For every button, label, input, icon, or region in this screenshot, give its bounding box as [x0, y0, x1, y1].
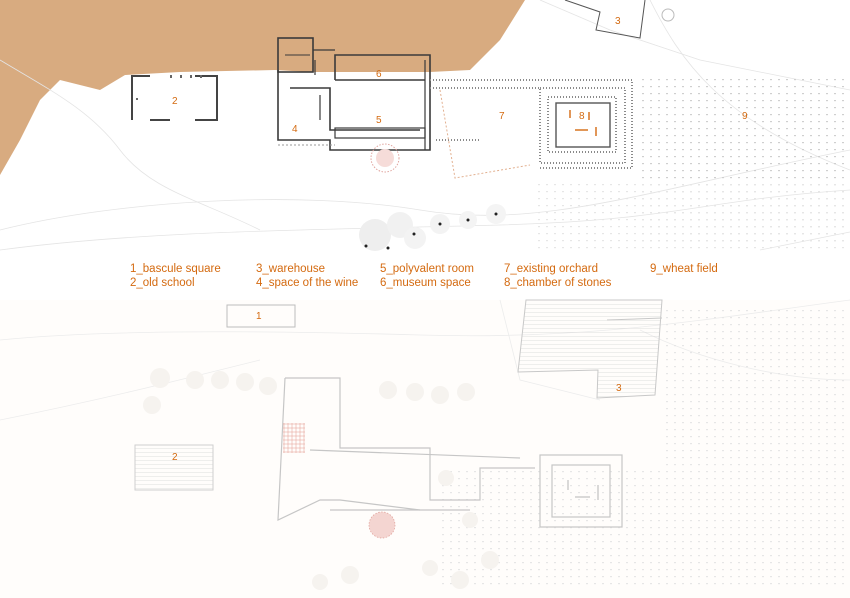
- trees-top: [359, 143, 506, 251]
- warehouse-top: [564, 0, 675, 39]
- legend-column-4: 7_existing orchard 8_chamber of stones: [504, 262, 629, 290]
- trees-bottom: [143, 368, 499, 590]
- legend-item-old-school: 2_old school: [130, 277, 195, 289]
- legend-column-3: 5_polyvalent room 6_museum space: [380, 262, 505, 290]
- old-school-plan: [131, 75, 218, 121]
- legend-item-wheat-field: 9_wheat field: [650, 263, 718, 275]
- legend-item-museum-space: 6_museum space: [380, 277, 471, 289]
- top-plan: 2 3 4 5 6 7 8 9: [0, 0, 850, 251]
- terrain-area: [0, 0, 525, 175]
- legend-item-bascule-square: 1_bascule square: [130, 263, 221, 275]
- legend-column-1: 1_bascule square 2_old school: [130, 262, 255, 290]
- bottom-plan-numbers: 1 2 3: [172, 311, 622, 463]
- legend-item-warehouse: 3_warehouse: [256, 263, 326, 275]
- legend-column-2: 3_warehouse 4_space of the wine: [256, 262, 381, 290]
- label-7-top: 7: [499, 111, 505, 122]
- label-5-top: 5: [376, 115, 382, 126]
- legend-column-5: 9_wheat field: [650, 262, 775, 276]
- label-1-bottom: 1: [256, 311, 262, 322]
- label-3-top: 3: [615, 16, 621, 27]
- label-6-top: 6: [376, 69, 382, 80]
- legend-item-polyvalent-room: 5_polyvalent room: [380, 263, 474, 275]
- legend-item-space-of-the-wine: 4_space of the wine: [256, 277, 359, 289]
- label-8-top: 8: [579, 111, 585, 122]
- label-9-top: 9: [742, 111, 748, 122]
- legend-item-existing-orchard: 7_existing orchard: [504, 263, 598, 275]
- label-4-top: 4: [292, 124, 298, 135]
- label-3-bottom: 3: [616, 383, 622, 394]
- bottom-plan: 1 2 3: [0, 299, 850, 598]
- legend: 1_bascule square 2_old school 3_warehous…: [130, 262, 750, 292]
- legend-item-chamber-of-stones: 8_chamber of stones: [504, 277, 612, 289]
- label-2-bottom: 2: [172, 452, 178, 463]
- top-plan-numbers: 2 3 4 5 6 7 8 9: [172, 16, 748, 135]
- label-2-top: 2: [172, 96, 178, 107]
- main-building: [277, 37, 431, 151]
